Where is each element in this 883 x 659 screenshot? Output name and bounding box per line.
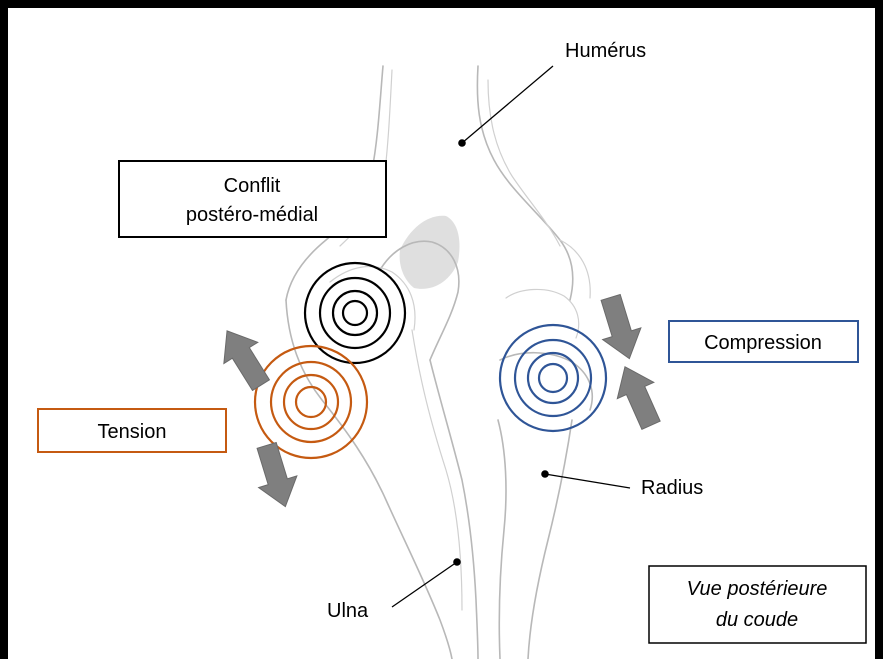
conflict-box-line2: postéro-médial [186, 204, 318, 226]
lateral-epicondyle [559, 239, 591, 299]
view-caption-box [648, 565, 867, 644]
radius-leader-line [544, 473, 631, 489]
trochlea-outline [329, 265, 416, 331]
elbow-bone-sketch [285, 65, 594, 659]
tension-box-label: Tension [98, 421, 167, 443]
compression-box-label: Compression [704, 332, 822, 354]
compression-box [668, 320, 859, 363]
humerus-marker-dot [458, 139, 466, 147]
capitulum-outline [505, 288, 580, 339]
humerus-label: Humérus [565, 40, 646, 62]
radius-lateral-edge [527, 419, 573, 659]
conflict-box-line1: Conflit [224, 175, 281, 197]
view-caption-line1: Vue postérieure [687, 578, 828, 600]
olecranon-fossa-shading [399, 215, 460, 289]
humerus-right-edge-inner [487, 79, 561, 247]
humerus-leader-line [461, 65, 554, 144]
ulna-lateral-edge [429, 359, 479, 659]
radius-label: Radius [641, 477, 703, 499]
compression-arrow-up-icon [616, 366, 661, 430]
tension-box [37, 408, 227, 453]
conflict-rings [303, 261, 407, 365]
view-caption-line2: du coude [716, 609, 798, 631]
humerus-right-edge [476, 65, 574, 301]
radius-medial-edge [497, 419, 507, 659]
ulna-medial-edge [285, 299, 453, 659]
ulna-leader-line [391, 561, 458, 608]
ulna-crest [411, 329, 463, 611]
tension-rings [253, 344, 369, 460]
olecranon-outline [379, 240, 460, 361]
radius-marker-dot [541, 470, 549, 478]
conflict-box [118, 160, 387, 238]
tension-arrow-up-icon [223, 330, 271, 392]
ulna-marker-dot [453, 558, 461, 566]
compression-rings [498, 323, 608, 433]
compression-arrow-down-icon [600, 293, 642, 360]
tension-arrow-down-icon [256, 441, 298, 508]
ulna-label: Ulna [327, 600, 369, 622]
